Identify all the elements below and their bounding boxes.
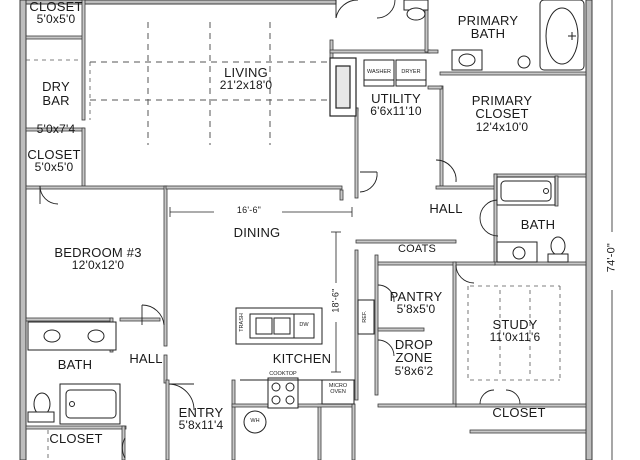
doors <box>39 0 521 459</box>
utility-size: 6'6x11'10 <box>370 104 422 119</box>
dining-room: DINING <box>222 225 292 240</box>
primary-bath-name: PRIMARY BATH <box>457 13 519 42</box>
primary-closet-room: PRIMARY CLOSET 12'4x10'0 <box>452 94 552 133</box>
dry-bar-room: DRY BAR 5'0x7'4 <box>30 64 82 152</box>
hall-left-room: HALL <box>126 351 166 366</box>
kitchen-name: KITCHEN <box>272 351 332 366</box>
bedroom-3-room: BEDROOM #3 12'0x12'0 <box>38 245 158 273</box>
kitchen-room: KITCHEN <box>262 351 342 366</box>
overhead-lines <box>26 59 561 460</box>
ceiling-beams <box>90 22 330 145</box>
entry-room: ENTRY 5'8x11'4 <box>168 405 234 433</box>
closet-mid-size: 5'0x5'0 <box>34 160 74 175</box>
living-room: LIVING 21'2x18'0 <box>196 65 296 93</box>
dryer-label: DRYER <box>401 69 421 75</box>
closet-bottom-right-room: CLOSET <box>488 405 550 420</box>
primary-closet-size: 12'4x10'0 <box>475 119 529 134</box>
coats-room: COATS <box>392 243 442 255</box>
bedroom-3-name: BEDROOM #3 <box>54 245 142 260</box>
fireplace <box>329 57 357 117</box>
study-name: STUDY <box>492 317 538 332</box>
coats-name: COATS <box>397 243 437 255</box>
bath-left-room: BATH <box>50 357 100 372</box>
washer-dryer <box>363 59 427 87</box>
closet-top-name: CLOSET <box>29 0 83 14</box>
closet-top-room: CLOSET 5'0x5'0 <box>28 0 84 25</box>
closet-bottom-left-name: CLOSET <box>49 431 103 446</box>
entry-size: 5'8x11'4 <box>178 418 224 433</box>
utility-room: UTILITY 6'6x11'10 <box>358 91 434 119</box>
kitchen-fixtures <box>235 299 375 434</box>
closet-top-size: 5'0x5'0 <box>36 12 76 27</box>
dry-bar-name: DRY BAR <box>42 79 70 108</box>
dining-width-dimension: 16'-6" <box>236 205 262 215</box>
pantry-size: 5'8x5'0 <box>396 302 436 317</box>
bath-right-name: BATH <box>520 217 556 232</box>
hall-upper-name: HALL <box>429 201 463 216</box>
pantry-room: PANTRY 5'8x5'0 <box>380 289 452 317</box>
overall-depth-dimension: 74'-0" <box>605 243 618 273</box>
dry-bar-size: 5'0x7'4 <box>36 122 76 137</box>
closet-bottom-right-name: CLOSET <box>492 405 546 420</box>
entry-name: ENTRY <box>178 405 224 420</box>
primary-bath-room: PRIMARY BATH <box>448 14 528 41</box>
closet-bottom-left-room: CLOSET <box>40 431 112 446</box>
bedroom-3-size: 12'0x12'0 <box>71 258 125 273</box>
study-size: 11'0x11'6 <box>489 330 541 345</box>
dimension-lines <box>169 0 613 460</box>
dining-name: DINING <box>233 225 281 240</box>
kitchen-depth-dimension: 18'-6" <box>330 288 341 313</box>
bath-fixtures <box>27 0 585 425</box>
hall-left-name: HALL <box>129 351 163 366</box>
water-heater-label: WH <box>250 418 260 424</box>
washer-label: WASHER <box>367 69 391 75</box>
utility-name: UTILITY <box>371 91 421 106</box>
living-size: 21'2x18'0 <box>219 78 273 93</box>
bath-right-room: BATH <box>514 217 562 232</box>
closet-mid-room: CLOSET 5'0x5'0 <box>26 147 82 175</box>
primary-closet-name: PRIMARY CLOSET <box>471 93 533 122</box>
hall-upper-room: HALL <box>422 201 470 216</box>
fridge-label: REF. <box>362 310 369 323</box>
living-name: LIVING <box>224 65 268 80</box>
bath-left-name: BATH <box>57 357 93 372</box>
dishwasher-label: DW <box>299 322 309 328</box>
pantry-name: PANTRY <box>389 289 443 304</box>
drop-zone-name: DROP ZONE <box>394 337 434 366</box>
drop-zone-size: 5'8x6'2 <box>394 363 434 378</box>
study-room: STUDY 11'0x11'6 <box>474 317 556 345</box>
closet-mid-name: CLOSET <box>27 147 81 162</box>
trash-label: TRASH <box>239 313 246 332</box>
drop-zone-room: DROP ZONE 5'8x6'2 <box>380 338 448 377</box>
exterior-walls <box>19 0 593 460</box>
micro-oven-label: MICRO OVEN <box>328 383 348 395</box>
cooktop-label: COOKTOP <box>269 371 297 377</box>
